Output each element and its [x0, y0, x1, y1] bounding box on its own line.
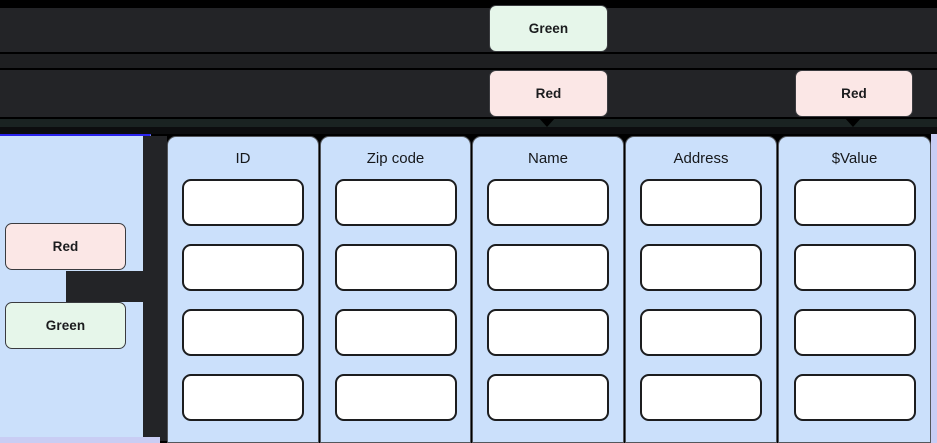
- table-cell[interactable]: [182, 309, 304, 356]
- table-cell[interactable]: [334, 244, 457, 291]
- table-cell[interactable]: [334, 309, 457, 356]
- background-band-second: [0, 70, 937, 117]
- background-band-top: [0, 8, 937, 52]
- column-cells-id: [168, 179, 318, 439]
- table-cell[interactable]: [640, 244, 762, 291]
- table-column-address: Address: [625, 136, 777, 443]
- annotation-badge-red-right[interactable]: Red: [795, 70, 913, 117]
- pointer-triangle-icon-middle: [538, 117, 556, 127]
- column-cells-address: [626, 179, 776, 439]
- table-cell[interactable]: [793, 309, 916, 356]
- column-header-address: Address: [673, 149, 729, 167]
- sidebar-notch: [66, 271, 151, 302]
- table-column-zip-code: Zip code: [320, 136, 471, 443]
- table-cell[interactable]: [182, 179, 304, 226]
- table-cell[interactable]: [640, 374, 762, 421]
- table-cell[interactable]: [640, 309, 762, 356]
- column-cells-value: [779, 179, 930, 439]
- table-cell[interactable]: [182, 244, 304, 291]
- table-cell[interactable]: [487, 374, 609, 421]
- sidebar-badge-red[interactable]: Red: [5, 223, 126, 270]
- column-header-value: $Value: [831, 149, 878, 167]
- right-edge-strip: [931, 134, 937, 443]
- column-header-zip-code: Zip code: [366, 149, 425, 167]
- table-cell[interactable]: [334, 179, 457, 226]
- annotation-badge-red-middle[interactable]: Red: [489, 70, 608, 117]
- sidebar-badge-green[interactable]: Green: [5, 302, 126, 349]
- table-cell[interactable]: [487, 244, 609, 291]
- table-cell[interactable]: [487, 309, 609, 356]
- annotation-badge-green-top[interactable]: Green: [489, 5, 608, 52]
- table-column-id: ID: [167, 136, 319, 443]
- pointer-triangle-icon-right: [844, 117, 862, 127]
- column-header-id: ID: [235, 149, 251, 167]
- table-cell[interactable]: [793, 374, 916, 421]
- bottom-edge-strip: [0, 437, 160, 443]
- column-header-name: Name: [527, 149, 568, 167]
- table-cell[interactable]: [640, 179, 762, 226]
- background-band-divider: [0, 54, 937, 68]
- table-cell[interactable]: [182, 374, 304, 421]
- table-cell[interactable]: [793, 244, 916, 291]
- background-band-edge: [0, 127, 937, 134]
- table-cell[interactable]: [793, 179, 916, 226]
- table-column-value: $Value: [778, 136, 931, 443]
- table-cell[interactable]: [487, 179, 609, 226]
- column-cells-name: [473, 179, 623, 439]
- column-cells-zip-code: [321, 179, 470, 439]
- table-column-name: Name: [472, 136, 624, 443]
- table-cell[interactable]: [334, 374, 457, 421]
- background-band-thin: [0, 119, 937, 127]
